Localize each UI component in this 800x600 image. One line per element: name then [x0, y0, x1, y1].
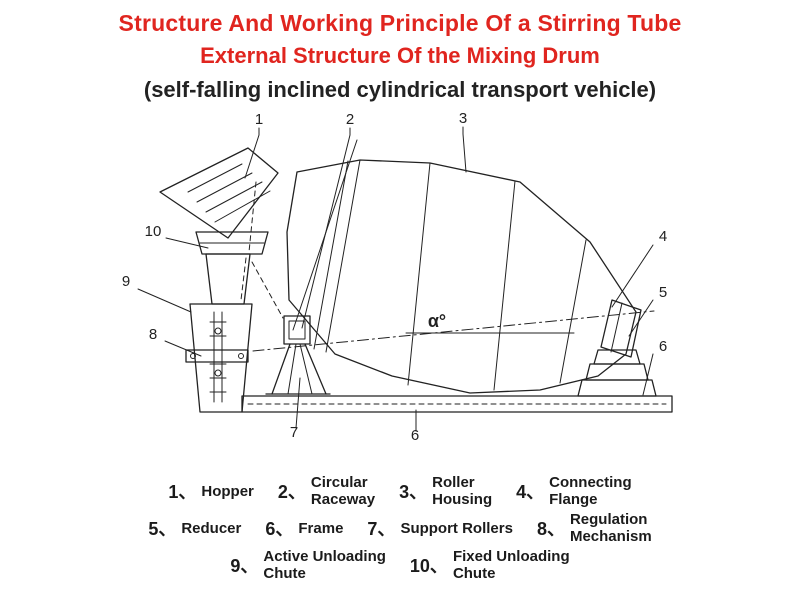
callout-9: 9: [122, 273, 130, 290]
legend-item-roller-housing: 3、 Roller Housing: [399, 474, 492, 508]
callout-5: 5: [659, 284, 667, 301]
legend-label: Roller: [432, 474, 475, 491]
reducer-shape: [577, 349, 657, 397]
legend-label: Hopper: [201, 482, 254, 500]
legend: 1、 Hopper 2、 Circular Raceway 3、 Roller …: [0, 474, 800, 582]
legend-label: Active Unloading: [263, 548, 386, 565]
legend-label: Flange: [549, 491, 598, 508]
callout-8: 8: [149, 326, 157, 343]
hopper-shape: [159, 147, 279, 239]
legend-row-2: 5、 Reducer 6、 Frame 7、 Support Rollers 8…: [148, 511, 651, 545]
legend-number: 7、: [367, 519, 396, 539]
legend-item-active-unloading-chute: 9、 Active Unloading Chute: [230, 548, 386, 582]
callout-10: 10: [145, 223, 162, 240]
callout-3: 3: [459, 110, 467, 127]
alpha-angle-label: α°: [428, 311, 446, 331]
connecting-flange-shape: [600, 299, 642, 358]
page-title: Structure And Working Principle Of a Sti…: [118, 10, 682, 36]
legend-row-1: 1、 Hopper 2、 Circular Raceway 3、 Roller …: [168, 474, 631, 508]
callout-6-right: 6: [659, 338, 667, 355]
callout-2: 2: [346, 111, 354, 128]
callout-6-bottom: 6: [411, 427, 419, 444]
legend-label: Circular: [310, 474, 368, 491]
unloading-chute-shape: [185, 303, 253, 413]
page-subtitle-2: (self-falling inclined cylindrical trans…: [143, 77, 657, 102]
legend-number: 1、: [168, 482, 197, 502]
legend-item-circular-raceway: 2、 Circular Raceway: [278, 474, 375, 508]
legend-label: Support Rollers: [400, 519, 513, 537]
legend-label: Fixed Unloading: [452, 548, 570, 565]
legend-label: Housing: [432, 491, 493, 508]
base-frame-shape: [241, 395, 673, 413]
legend-number: 3、: [399, 482, 428, 502]
legend-label: Chute: [452, 565, 496, 582]
legend-number: 8、: [536, 519, 565, 539]
legend-label: Mechanism: [569, 528, 652, 545]
legend-number: 5、: [148, 519, 177, 539]
legend-label: Reducer: [181, 519, 242, 537]
upper-chute-shape: [195, 181, 284, 319]
axis-angle-shape: α°: [252, 310, 655, 352]
callout-7: 7: [290, 424, 298, 441]
page-subtitle: External Structure Of the Mixing Drum: [200, 43, 600, 68]
legend-label: Connecting: [549, 474, 632, 491]
legend-label: Raceway: [310, 491, 376, 508]
legend-item-connecting-flange: 4、 Connecting Flange: [516, 474, 632, 508]
legend-label: Chute: [263, 565, 306, 582]
legend-label: Frame: [298, 519, 344, 537]
legend-number: 4、: [516, 482, 545, 502]
callout-4: 4: [659, 228, 667, 245]
leader-lines: [137, 126, 654, 432]
support-roller-shape: [265, 315, 331, 395]
callout-numbers: 1 2 3 4 5 6 10 9 8 7 6: [122, 110, 667, 444]
legend-label: Regulation: [569, 511, 648, 528]
legend-number: 10、: [409, 556, 448, 576]
legend-item-support-rollers: 7、 Support Rollers: [367, 515, 513, 541]
legend-item-frame: 6、 Frame: [265, 515, 343, 541]
legend-row-3: 9、 Active Unloading Chute 10、 Fixed Unlo…: [230, 548, 569, 582]
legend-item-regulation-mechanism: 8、 Regulation Mechanism: [537, 511, 652, 545]
legend-item-hopper: 1、 Hopper: [168, 478, 254, 504]
legend-item-fixed-unloading-chute: 10、 Fixed Unloading Chute: [410, 548, 570, 582]
legend-number: 2、: [277, 482, 306, 502]
callout-1: 1: [255, 111, 263, 128]
legend-number: 6、: [265, 519, 294, 539]
legend-number: 9、: [230, 556, 259, 576]
legend-item-reducer: 5、 Reducer: [148, 515, 241, 541]
